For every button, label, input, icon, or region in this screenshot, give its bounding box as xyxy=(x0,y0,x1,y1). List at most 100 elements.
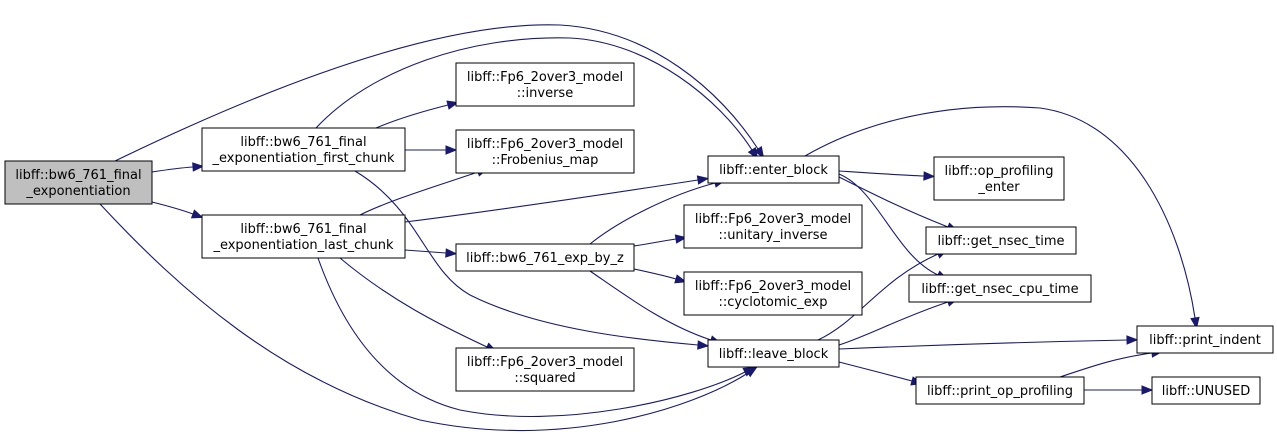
edge-line xyxy=(99,203,749,432)
edge-arrowhead xyxy=(742,366,756,377)
node-label-line: libff::bw6_761_final xyxy=(15,168,141,183)
node-get-nsec-cpu-time[interactable]: libff::get_nsec_cpu_time xyxy=(908,274,1092,303)
node-root[interactable]: libff::bw6_761_final_exponentiation xyxy=(4,160,153,205)
nodes-layer: libff::bw6_761_final_exponentiationlibff… xyxy=(4,62,1274,405)
edge-line xyxy=(151,166,194,173)
edge-arrowhead xyxy=(190,209,204,219)
node-box xyxy=(201,127,406,172)
node-squared[interactable]: libff::Fp6_2over3_model::squared xyxy=(455,347,635,392)
node-label-line: libff::UNUSED xyxy=(1162,384,1250,399)
edge-root-to-first_chunk xyxy=(151,162,205,173)
edge-root-to-enter_block xyxy=(112,24,765,163)
node-box xyxy=(915,376,1085,405)
node-label-line: libff::Fp6_2over3_model xyxy=(695,212,851,227)
edge-line xyxy=(817,253,939,341)
node-print-op-profiling[interactable]: libff::print_op_profiling xyxy=(915,376,1085,405)
node-op-profiling-enter[interactable]: libff::op_profiling_enter xyxy=(933,156,1065,201)
edge-last_chunk-to-squared xyxy=(339,257,498,352)
node-box xyxy=(1151,376,1261,405)
edge-leave_block-to-print_indent xyxy=(838,335,1139,350)
edge-line xyxy=(404,179,699,223)
edge-last_chunk-to-frobenius xyxy=(359,167,489,216)
edge-line xyxy=(838,170,925,177)
edge-arrowhead xyxy=(1126,335,1139,345)
edge-print_op_profiling-to-unused xyxy=(1084,385,1154,395)
node-box xyxy=(683,271,863,316)
edge-line xyxy=(317,257,746,418)
node-label-line: ::squared xyxy=(514,371,575,386)
edge-line xyxy=(838,173,939,276)
node-box xyxy=(455,347,635,392)
edge-line xyxy=(633,238,677,247)
edge-arrowhead xyxy=(674,274,687,284)
node-frobenius[interactable]: libff::Fp6_2over3_model::Frobenius_map xyxy=(455,129,635,174)
edge-line xyxy=(404,249,447,254)
node-box xyxy=(707,155,840,184)
edge-arrowhead xyxy=(1141,385,1154,395)
edge-arrowhead xyxy=(445,248,458,258)
node-label-line: ::unitary_inverse xyxy=(718,228,827,243)
edge-line xyxy=(359,171,479,216)
node-get-nsec-time[interactable]: libff::get_nsec_time xyxy=(925,226,1077,255)
edge-arrowhead xyxy=(445,145,458,155)
node-label-line: libff::get_nsec_time xyxy=(937,234,1064,249)
node-box xyxy=(201,214,406,259)
node-print-indent[interactable]: libff::print_indent xyxy=(1136,325,1274,354)
edge-arrowhead xyxy=(697,340,710,350)
node-label-line: libff::enter_block xyxy=(719,163,828,178)
edge-line xyxy=(339,257,488,348)
edge-enter_block-to-print_indent xyxy=(804,106,1200,330)
node-label-line: libff::get_nsec_cpu_time xyxy=(921,282,1078,297)
node-label-line: ::cyclotomic_exp xyxy=(718,295,827,310)
node-label-line: _exponentiation_first_chunk xyxy=(211,151,394,166)
node-label-line: _exponentiation_last_chunk xyxy=(212,238,394,253)
node-box xyxy=(455,62,635,107)
node-label-line: libff::Fp6_2over3_model xyxy=(467,355,623,370)
node-last-chunk[interactable]: libff::bw6_761_final_exponentiation_last… xyxy=(201,214,406,259)
node-box xyxy=(683,204,863,249)
node-box xyxy=(707,339,840,368)
node-label-line: libff::bw6_761_final xyxy=(240,222,366,237)
node-box xyxy=(4,160,153,205)
edge-arrowhead xyxy=(923,171,936,181)
node-exp-by-z[interactable]: libff::bw6_761_exp_by_z xyxy=(455,243,635,272)
node-label-line: libff::print_indent xyxy=(1149,333,1261,348)
edge-line xyxy=(112,24,759,163)
edge-last_chunk-to-exp_by_z xyxy=(404,248,458,258)
edge-root-to-last_chunk xyxy=(151,201,204,219)
node-label-line: libff::Fp6_2over3_model xyxy=(467,137,623,152)
node-label-line: _enter xyxy=(977,180,1020,195)
node-box xyxy=(455,129,635,174)
edge-arrowhead xyxy=(446,100,459,110)
node-label-line: ::inverse xyxy=(517,86,573,101)
edge-arrowhead xyxy=(696,175,710,185)
edge-last_chunk-to-enter_block xyxy=(404,175,710,223)
edge-first_chunk-to-inverse xyxy=(375,100,459,129)
edge-line xyxy=(838,361,913,382)
node-box xyxy=(925,226,1077,255)
node-unused[interactable]: libff::UNUSED xyxy=(1151,376,1261,405)
node-label-line: libff::print_op_profiling xyxy=(927,384,1073,399)
node-inverse[interactable]: libff::Fp6_2over3_model::inverse xyxy=(455,62,635,107)
edge-line xyxy=(375,104,449,129)
node-box xyxy=(1136,325,1274,354)
edge-first_chunk-to-frobenius xyxy=(404,145,458,155)
node-label-line: _exponentiation xyxy=(25,184,130,199)
edge-line xyxy=(838,301,949,346)
node-label-line: libff::bw6_761_final xyxy=(240,135,366,150)
node-enter-block[interactable]: libff::enter_block xyxy=(707,155,840,184)
edge-line xyxy=(1059,352,1153,378)
edge-line xyxy=(589,182,716,245)
node-label-line: ::Frobenius_map xyxy=(492,153,599,168)
edge-arrowhead xyxy=(1190,316,1200,330)
node-label-line: libff::Fp6_2over3_model xyxy=(467,70,623,85)
node-unitary-inverse[interactable]: libff::Fp6_2over3_model::unitary_inverse xyxy=(683,204,863,249)
node-first-chunk[interactable]: libff::bw6_761_final_exponentiation_firs… xyxy=(201,127,406,172)
edge-enter_block-to-op_profiling_enter xyxy=(838,170,936,181)
node-label-line: libff::bw6_761_exp_by_z xyxy=(466,251,624,266)
edge-line xyxy=(838,176,949,228)
node-cyclotomic-exp[interactable]: libff::Fp6_2over3_model::cyclotomic_exp xyxy=(683,271,863,316)
edge-line xyxy=(589,270,712,341)
node-leave-block[interactable]: libff::leave_block xyxy=(707,339,840,368)
